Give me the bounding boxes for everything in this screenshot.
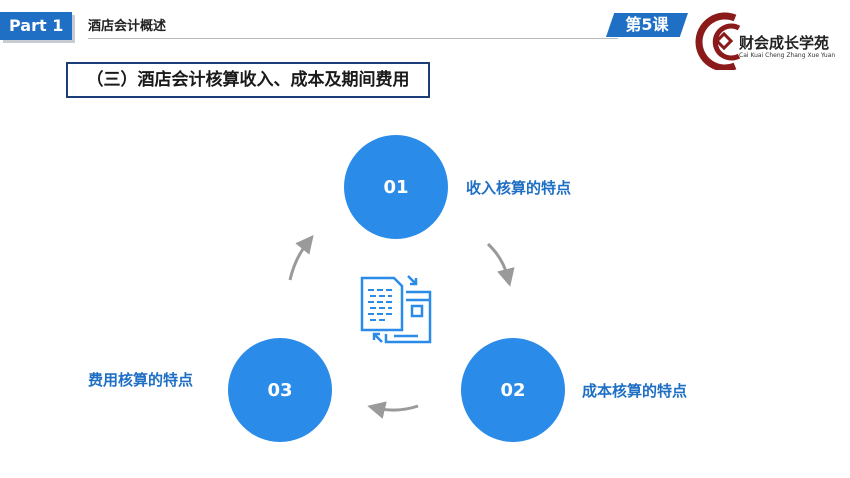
document-exchange-icon (360, 275, 432, 344)
step-label-03: 费用核算的特点 (88, 371, 194, 389)
logo-name: 财会成长学苑 (739, 34, 830, 52)
part-tab: Part 1 (0, 12, 72, 40)
section-name: 酒店会计概述 (88, 19, 167, 34)
logo-emblem-icon (695, 12, 741, 72)
step-circle-03: 03 (228, 338, 332, 442)
step-label-02: 成本核算的特点 (582, 382, 688, 400)
logo-pinyin: Cai Kuai Cheng Zhang Xue Yuan (739, 52, 836, 59)
step-label-01: 收入核算的特点 (466, 179, 572, 197)
arrow-icon (288, 235, 314, 281)
slide-title: （三）酒店会计核算收入、成本及期间费用 (66, 62, 430, 98)
header-divider (88, 38, 618, 39)
step-circle-01: 01 (344, 135, 448, 239)
lesson-tab: 第5课 (606, 13, 688, 37)
arrow-icon (367, 401, 419, 419)
logo: 财会成长学苑 Cai Kuai Cheng Zhang Xue Yuan (695, 10, 850, 72)
step-circle-02: 02 (461, 338, 565, 442)
arrow-icon (486, 242, 515, 287)
